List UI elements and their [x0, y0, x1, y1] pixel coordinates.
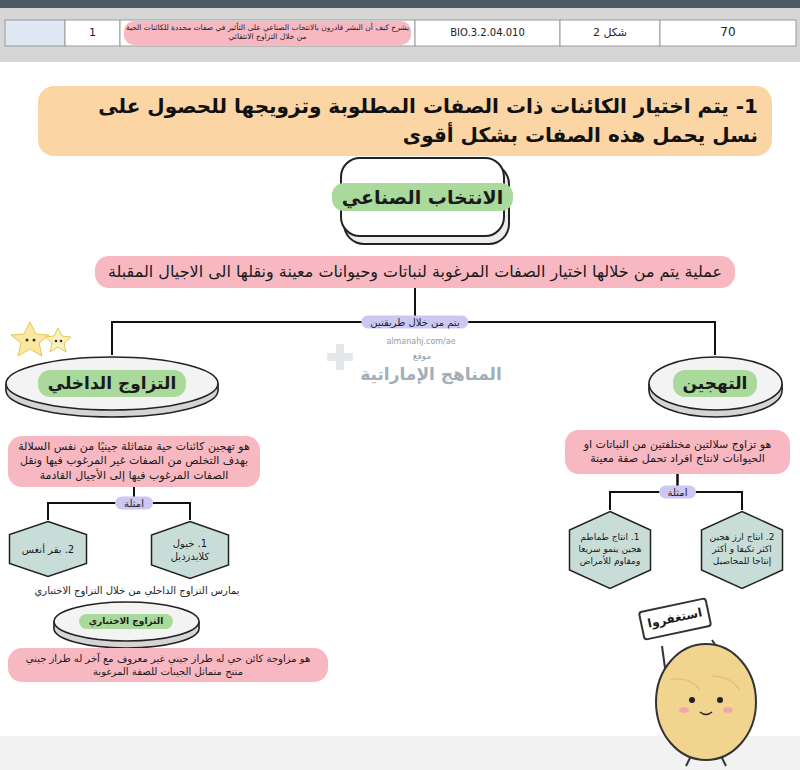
hexagon-outline: [150, 520, 230, 580]
table-cell: [660, 20, 796, 46]
table-cell: [120, 20, 415, 46]
node-title: التزاوج الداخلي: [38, 370, 187, 396]
egg-cartoon: [656, 640, 756, 766]
watermark: المناهج الإماراتية: [356, 363, 506, 387]
connector-label: امثلة: [659, 486, 697, 499]
node-text: هو مزاوجة كائن حي له طراز جيني غير معروف…: [18, 652, 318, 678]
hexagon-shape: [10, 522, 87, 577]
example-hexagon: 1. خيول كلايدزديل: [150, 520, 230, 580]
example-hexagon: 1. انتاج طماطم هجين ينمو سريعا ومقاوم لل…: [568, 510, 652, 590]
method-coin: التزاوج الاختباري: [52, 600, 201, 650]
coin-face: [6, 357, 218, 410]
table-cell-text: BIO.3.2.04.010: [415, 20, 560, 46]
coin-face: [649, 357, 782, 410]
table-cell: [5, 20, 65, 46]
table-cell-text: يشرح كيف أن البشر قادرون بالانتخاب الصنا…: [124, 21, 411, 45]
node-text: هو تهجين كائنات حية متماثلة جينيًا من نف…: [18, 440, 250, 483]
watermark: almanahj.com/ae: [356, 336, 486, 348]
definition-band: هو تهجين كائنات حية متماثلة جينيًا من نف…: [8, 436, 260, 487]
watermark-cross: [327, 344, 353, 370]
star-sticker: [11, 322, 71, 356]
table-cell: [560, 20, 660, 46]
node-text: 1. انتاج طماطم هجين ينمو سريعا ومقاوم لل…: [577, 532, 643, 567]
method-coin: التهجين: [647, 355, 784, 419]
table-cell-text: شكل 2: [560, 20, 660, 46]
node-text: هو تزاوج سلالتين مختلفتين من النباتات او…: [575, 438, 780, 467]
connector-label: امثلة: [115, 497, 153, 510]
watermark: موقع: [392, 350, 452, 362]
node-title: التهجين: [673, 370, 758, 396]
coin-face: [54, 602, 199, 641]
table-strip: [0, 0, 800, 62]
definition-band: هو تزاوج سلالتين مختلفتين من النباتات او…: [565, 430, 790, 474]
table-cell: [65, 20, 120, 46]
table-cell-text: 70: [660, 20, 796, 46]
node-text: عملية يتم من خلالها اختيار الصفات المرغو…: [108, 262, 722, 283]
node-text: 2. بقر أنغس: [22, 543, 74, 556]
hexagon-shape: [570, 512, 651, 589]
node-title: التزاوج الاختباري: [79, 614, 173, 630]
table-cell: [415, 20, 560, 46]
note-text: يمارس التزاوج الداخلي من خلال التزاوج ال…: [12, 584, 262, 598]
node-text: استغفروا: [646, 606, 703, 633]
main-concept-box: الانتخاب الصناعي: [340, 157, 505, 237]
definition-band: عملية يتم من خلالها اختيار الصفات المرغو…: [95, 256, 735, 288]
node-text: 1. خيول كلايدزديل: [159, 537, 221, 563]
method-coin: التزاوج الداخلي: [4, 355, 220, 419]
table-cell-text: 1: [65, 20, 120, 46]
hexagon-shape: [152, 522, 229, 579]
table-header-bar: [0, 0, 800, 8]
sign-board: استغفروا: [638, 597, 713, 641]
example-hexagon: 2. بقر أنغس: [8, 520, 88, 578]
node-text: 2. انتاج ارز هجين اكثر تكيفا و أكثر إنتا…: [709, 532, 775, 567]
definition-band: هو مزاوجة كائن حي له طراز جيني غير معروف…: [8, 648, 328, 682]
heading-band: 1- يتم اختيار الكائنات ذات الصفات المطلو…: [38, 86, 772, 156]
hexagon-shape: [702, 512, 783, 589]
connector-label: يتم من خلال طريقتين: [361, 316, 468, 329]
example-hexagon: 2. انتاج ارز هجين اكثر تكيفا و أكثر إنتا…: [700, 510, 784, 590]
node-title: الانتخاب الصناعي: [332, 183, 514, 212]
